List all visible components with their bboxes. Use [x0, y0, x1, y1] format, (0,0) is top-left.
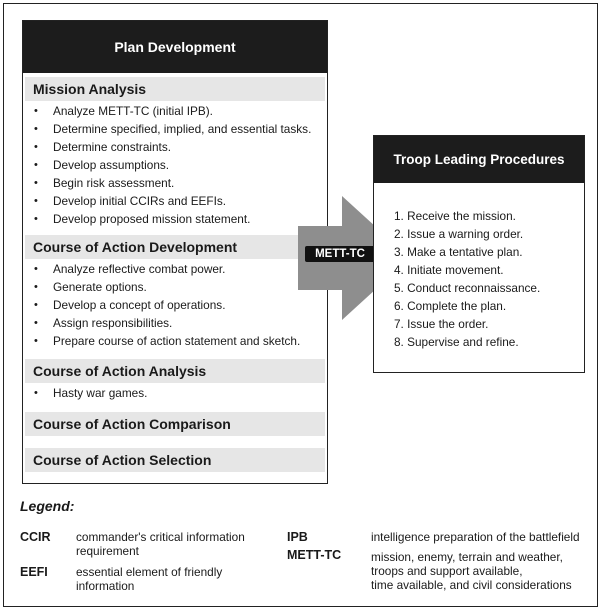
section-coa-analysis: Course of Action Analysis [25, 359, 325, 383]
figure-frame [3, 3, 598, 607]
list-item: 5. Conduct reconnaissance. [394, 281, 541, 295]
list-item: 6. Complete the plan. [394, 299, 507, 313]
tlp-steps-list: 1. Receive the mission. 2. Issue a warni… [394, 207, 540, 351]
list-item: Develop proposed mission statement. [23, 210, 327, 228]
legend-def-ipb: intelligence preparation of the battlefi… [371, 530, 580, 544]
list-item: 7. Issue the order. [394, 317, 489, 331]
legend-def-line: intelligence preparation of the battlefi… [371, 530, 580, 544]
legend-abbr-mett-tc: METT-TC [287, 548, 342, 562]
legend-def-line: commander's critical information [76, 530, 245, 544]
list-item: Generate options. [23, 278, 327, 296]
plan-development-panel: Plan Development Mission Analysis Analyz… [22, 20, 328, 484]
list-item: 1. Receive the mission. [394, 209, 516, 223]
mett-tc-badge: METT-TC [305, 246, 375, 262]
troop-leading-procedures-title: Troop Leading Procedures [374, 136, 584, 183]
list-item: Assign responsibilities. [23, 314, 327, 332]
section-mission-analysis: Mission Analysis [25, 77, 325, 101]
list-item: 3. Make a tentative plan. [394, 245, 523, 259]
section-coa-development: Course of Action Development [25, 235, 325, 259]
legend-def-eefi: essential element of friendly informatio… [76, 565, 222, 593]
legend-abbr-eefi: EEFI [20, 565, 48, 579]
section-coa-selection: Course of Action Selection [25, 448, 325, 472]
legend-def-line: requirement [76, 544, 139, 558]
section-coa-comparison: Course of Action Comparison [25, 412, 325, 436]
list-item: Hasty war games. [23, 384, 327, 402]
list-item: Prepare course of action statement and s… [23, 332, 327, 350]
list-item: Develop assumptions. [23, 156, 327, 174]
legend-title: Legend: [20, 498, 75, 514]
coa-analysis-list: Hasty war games. [23, 384, 327, 402]
plan-development-title: Plan Development [23, 21, 327, 73]
list-item: Develop initial CCIRs and EEFIs. [23, 192, 327, 210]
coa-development-list: Analyze reflective combat power. Generat… [23, 260, 327, 350]
legend-abbr-ccir: CCIR [20, 530, 51, 544]
list-item: 8. Supervise and refine. [394, 335, 519, 349]
legend-def-line: mission, enemy, terrain and weather, [371, 550, 563, 564]
list-item: Develop a concept of operations. [23, 296, 327, 314]
list-item: Analyze METT-TC (initial IPB). [23, 102, 327, 120]
legend-def-mett-tc: mission, enemy, terrain and weather, tro… [371, 550, 572, 592]
troop-leading-procedures-panel: Troop Leading Procedures 1. Receive the … [373, 135, 585, 373]
list-item: Begin risk assessment. [23, 174, 327, 192]
legend-abbr-ipb: IPB [287, 530, 308, 544]
list-item: 4. Initiate movement. [394, 263, 504, 277]
list-item: Analyze reflective combat power. [23, 260, 327, 278]
list-item: 2. Issue a warning order. [394, 227, 524, 241]
list-item: Determine specified, implied, and essent… [23, 120, 327, 138]
legend-def-line: essential element of friendly [76, 565, 223, 579]
legend-def-line: information [76, 579, 135, 593]
mission-analysis-list: Analyze METT-TC (initial IPB). Determine… [23, 102, 327, 228]
legend-def-line: troops and support available, [371, 564, 523, 578]
list-item: Determine constraints. [23, 138, 327, 156]
legend-def-line: time available, and civil considerations [371, 578, 572, 592]
legend-def-ccir: commander's critical information require… [76, 530, 245, 558]
